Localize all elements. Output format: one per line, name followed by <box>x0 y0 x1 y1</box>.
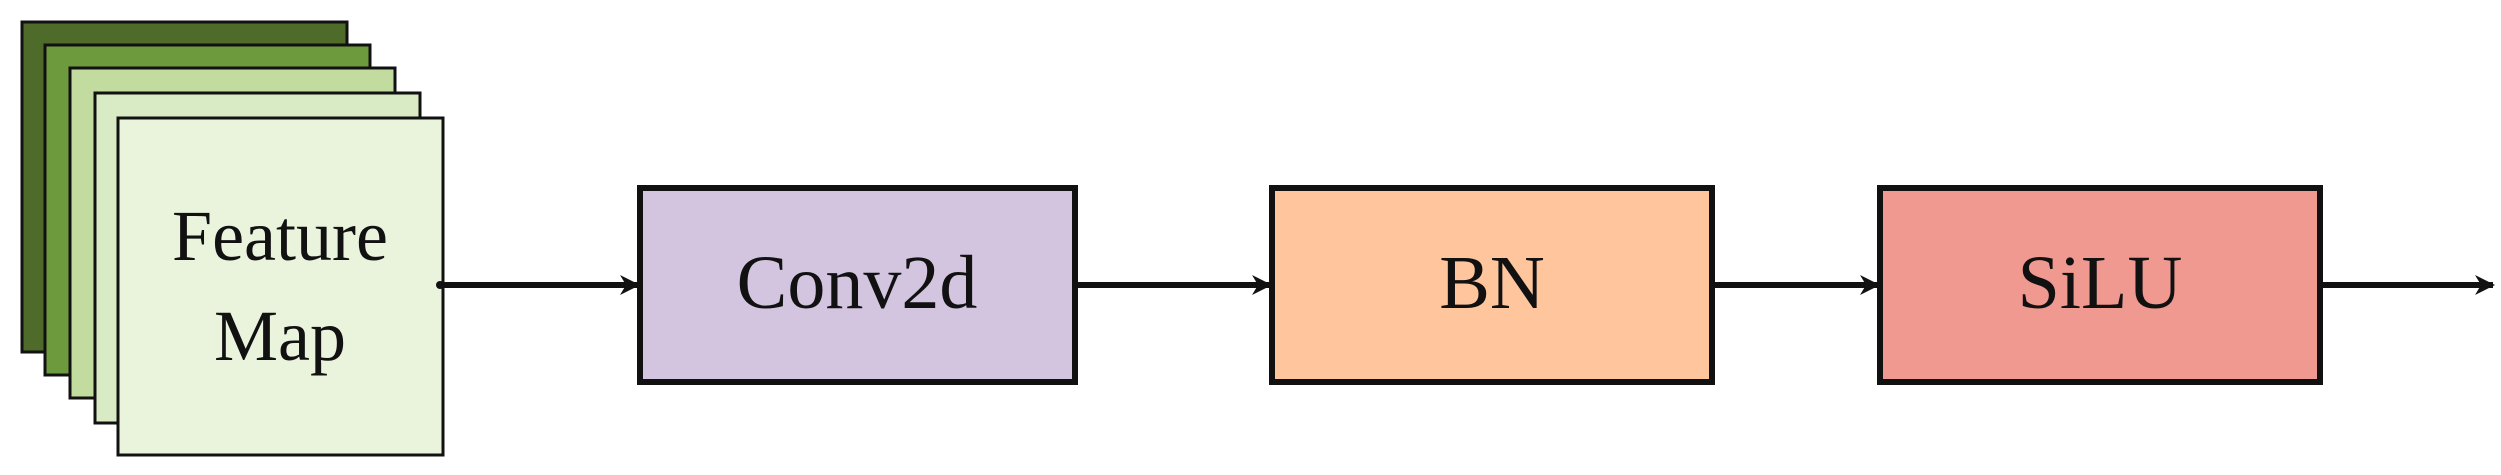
feature-map-label-line1: Feature <box>172 196 388 276</box>
bn-box <box>1269 185 1715 385</box>
conv2d-block: Conv2d <box>637 185 1078 385</box>
conv2d-label: Conv2d <box>737 241 978 325</box>
conv2d-box <box>637 185 1078 385</box>
arrow-origin-dot <box>436 281 444 289</box>
feature-map-layer-5 <box>116 116 445 457</box>
silu-block: SiLU <box>1877 185 2323 385</box>
bn-label: BN <box>1439 241 1545 325</box>
feature-map-label-line2: Map <box>214 296 346 376</box>
silu-box <box>1877 185 2323 385</box>
bn-block: BN <box>1269 185 1715 385</box>
silu-label: SiLU <box>2018 241 2183 325</box>
feature-map-stack: Feature Map <box>20 20 445 457</box>
